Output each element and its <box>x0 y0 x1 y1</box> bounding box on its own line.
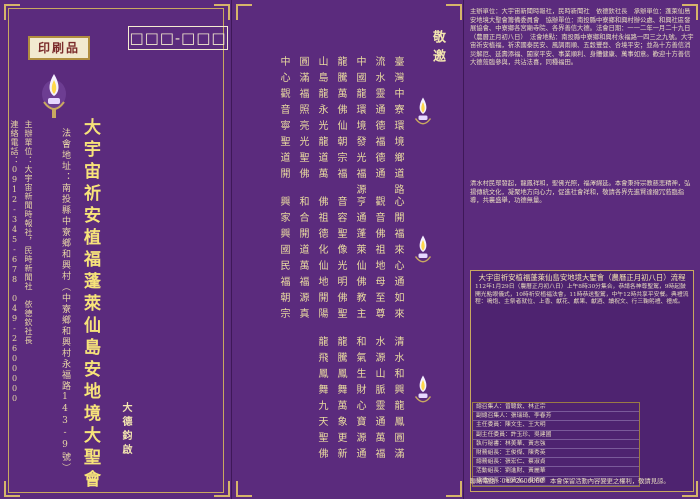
verse-column: 和氣生財心寶源通 <box>354 336 365 464</box>
middle-panel: 敬邀 臺灣中寮環境鄉道路流水靈通德福德通中國龍環境發光福源龍騰萬佛仙朝宗福山島龍… <box>232 0 464 499</box>
corner-ornament-icon <box>214 481 230 497</box>
verse-column: 中國龍環境發光福源 <box>354 56 365 200</box>
verse-column: 水源山脈靈通萬福 <box>373 336 384 464</box>
verse-column: 山島龍永光龍道萬 <box>316 56 327 184</box>
corner-ornament-icon <box>214 4 230 20</box>
lotus-lamp-icon <box>42 74 66 118</box>
date-box: □□□-□□□ <box>128 26 228 50</box>
verse-column: 龍騰萬佛仙朝宗福 <box>335 56 346 184</box>
verse-column: 龍騰鳳舞萬象更新 <box>335 336 346 464</box>
committee-row: 活動組長：劉進財、黃麗華 <box>473 467 639 477</box>
verse-column: 興家興國民福朝宗 <box>278 196 289 324</box>
committee-row: 總務組長：張宏仁、蔡淑貞 <box>473 458 639 468</box>
lotus-lamp-icon <box>414 375 432 403</box>
committee-row: 總召集人：曾聰欽、林正宗 <box>473 403 639 413</box>
corner-ornament-icon <box>446 481 462 497</box>
corner-ornament-icon <box>236 481 252 497</box>
contact-phone: 連絡電話：0912-345-678 049-2600000 <box>10 120 19 404</box>
verse-column: 音容聖像光明佛聖 <box>335 196 346 324</box>
main-title: 大宇宙祈安植福蓬萊仙島安地境大聖會 <box>80 118 100 492</box>
right-panel: 主辦單位：大宇宙新聞時報社，民時新聞社 依德欽社長 承辦單位：蓬萊仙島安地境大聖… <box>464 0 700 499</box>
verse-column: 臺灣中寮環境鄉道路 <box>392 56 403 200</box>
event-description-text: 清水村民眾發起，龍鳳祥和，聖佛光照，福澤綿延。本會秉持宗教慈悲精神，弘揚傳統文化… <box>470 180 691 204</box>
program-box: 大宇宙祈安植福蓬萊仙島安地境大聖會（農曆正月初八日）流程 112年1月29日（農… <box>470 270 694 492</box>
committee-row: 副主任委員：許玉珍、吳建國 <box>473 431 639 440</box>
committee-row: 財務組長：王俊傑、陳秀英 <box>473 449 639 459</box>
program-title: 大宇宙祈安植福蓬萊仙島安地境大聖會（農曆正月初八日）流程 <box>478 273 686 282</box>
corner-ornament-icon <box>682 481 698 497</box>
verse-column: 觀音佛祖地母至尊 <box>373 196 384 324</box>
committee-row: 接待組長：何清水、吳明德 <box>473 477 639 486</box>
verse-column: 中心觀音寧聖道開 <box>278 56 289 184</box>
verse-column: 佛祖德化仙地開陽 <box>316 196 327 324</box>
invite-label: 敬邀 <box>430 30 445 68</box>
lotus-lamp-icon <box>414 97 432 125</box>
left-panel: 印刷品 □□□-□□□ 大宇宙祈安植福蓬萊仙島安地境大聖會 法會地址：南投縣中寮… <box>0 0 232 499</box>
committee-table: 總召集人：曾聰欽、林正宗副總召集人：張瑞琦、李春芳主任委員：陳文生、王大明副主任… <box>472 402 640 487</box>
corner-ornament-icon <box>4 481 20 497</box>
organizer-info-text: 主辦單位：大宇宙新聞時報社，民時新聞社 依德欽社長 承辦單位：蓬萊仙島安地境大聖… <box>470 8 694 66</box>
recipient-seal: 大德鈞啟 <box>120 402 131 458</box>
event-address: 法會地址：南投縣中寮鄉和興村（中寮鄉和興村永福路143-9號） <box>60 128 70 474</box>
printed-matter-stamp: 印刷品 <box>28 36 90 60</box>
verse-column: 清水和興龍鳳圓滿 <box>392 336 403 464</box>
program-text: 112年1月29日（農曆正月初八日）上午8時30分集合，恭請各神尊聖駕，9時起鼓… <box>475 284 689 306</box>
corner-ornament-icon <box>682 4 698 20</box>
committee-row: 執行秘書：林美華、黃志強 <box>473 440 639 450</box>
verse-column: 龍飛鳳舞九天聖佛 <box>316 336 327 464</box>
verse-column: 心開福來心通如來 <box>392 196 403 324</box>
verse-column: 圓滿福照亮光聖佛 <box>297 56 308 184</box>
verse-column: 亨通蓬萊仙佛教主 <box>354 196 365 324</box>
left-panel-frame <box>8 8 224 493</box>
corner-ornament-icon <box>446 4 462 20</box>
lotus-lamp-icon <box>414 235 432 263</box>
corner-ornament-icon <box>4 4 20 20</box>
committee-row: 副總召集人：張瑞琦、李春芳 <box>473 412 639 422</box>
committee-row: 主任委員：陳文生、王大明 <box>473 421 639 431</box>
organizer-line: 主辦單位：大宇宙新聞時報社，民時新聞社 依德欽社長 <box>24 120 33 345</box>
footer-note: 聯絡電話：049-2600000 本會保留活動內容變更之權利，敬請見諒。 <box>470 478 670 485</box>
verse-column: 流水靈通德福德通 <box>373 56 384 184</box>
verse-column: 和合開道萬福源真 <box>297 196 308 324</box>
corner-ornament-icon <box>236 4 252 20</box>
